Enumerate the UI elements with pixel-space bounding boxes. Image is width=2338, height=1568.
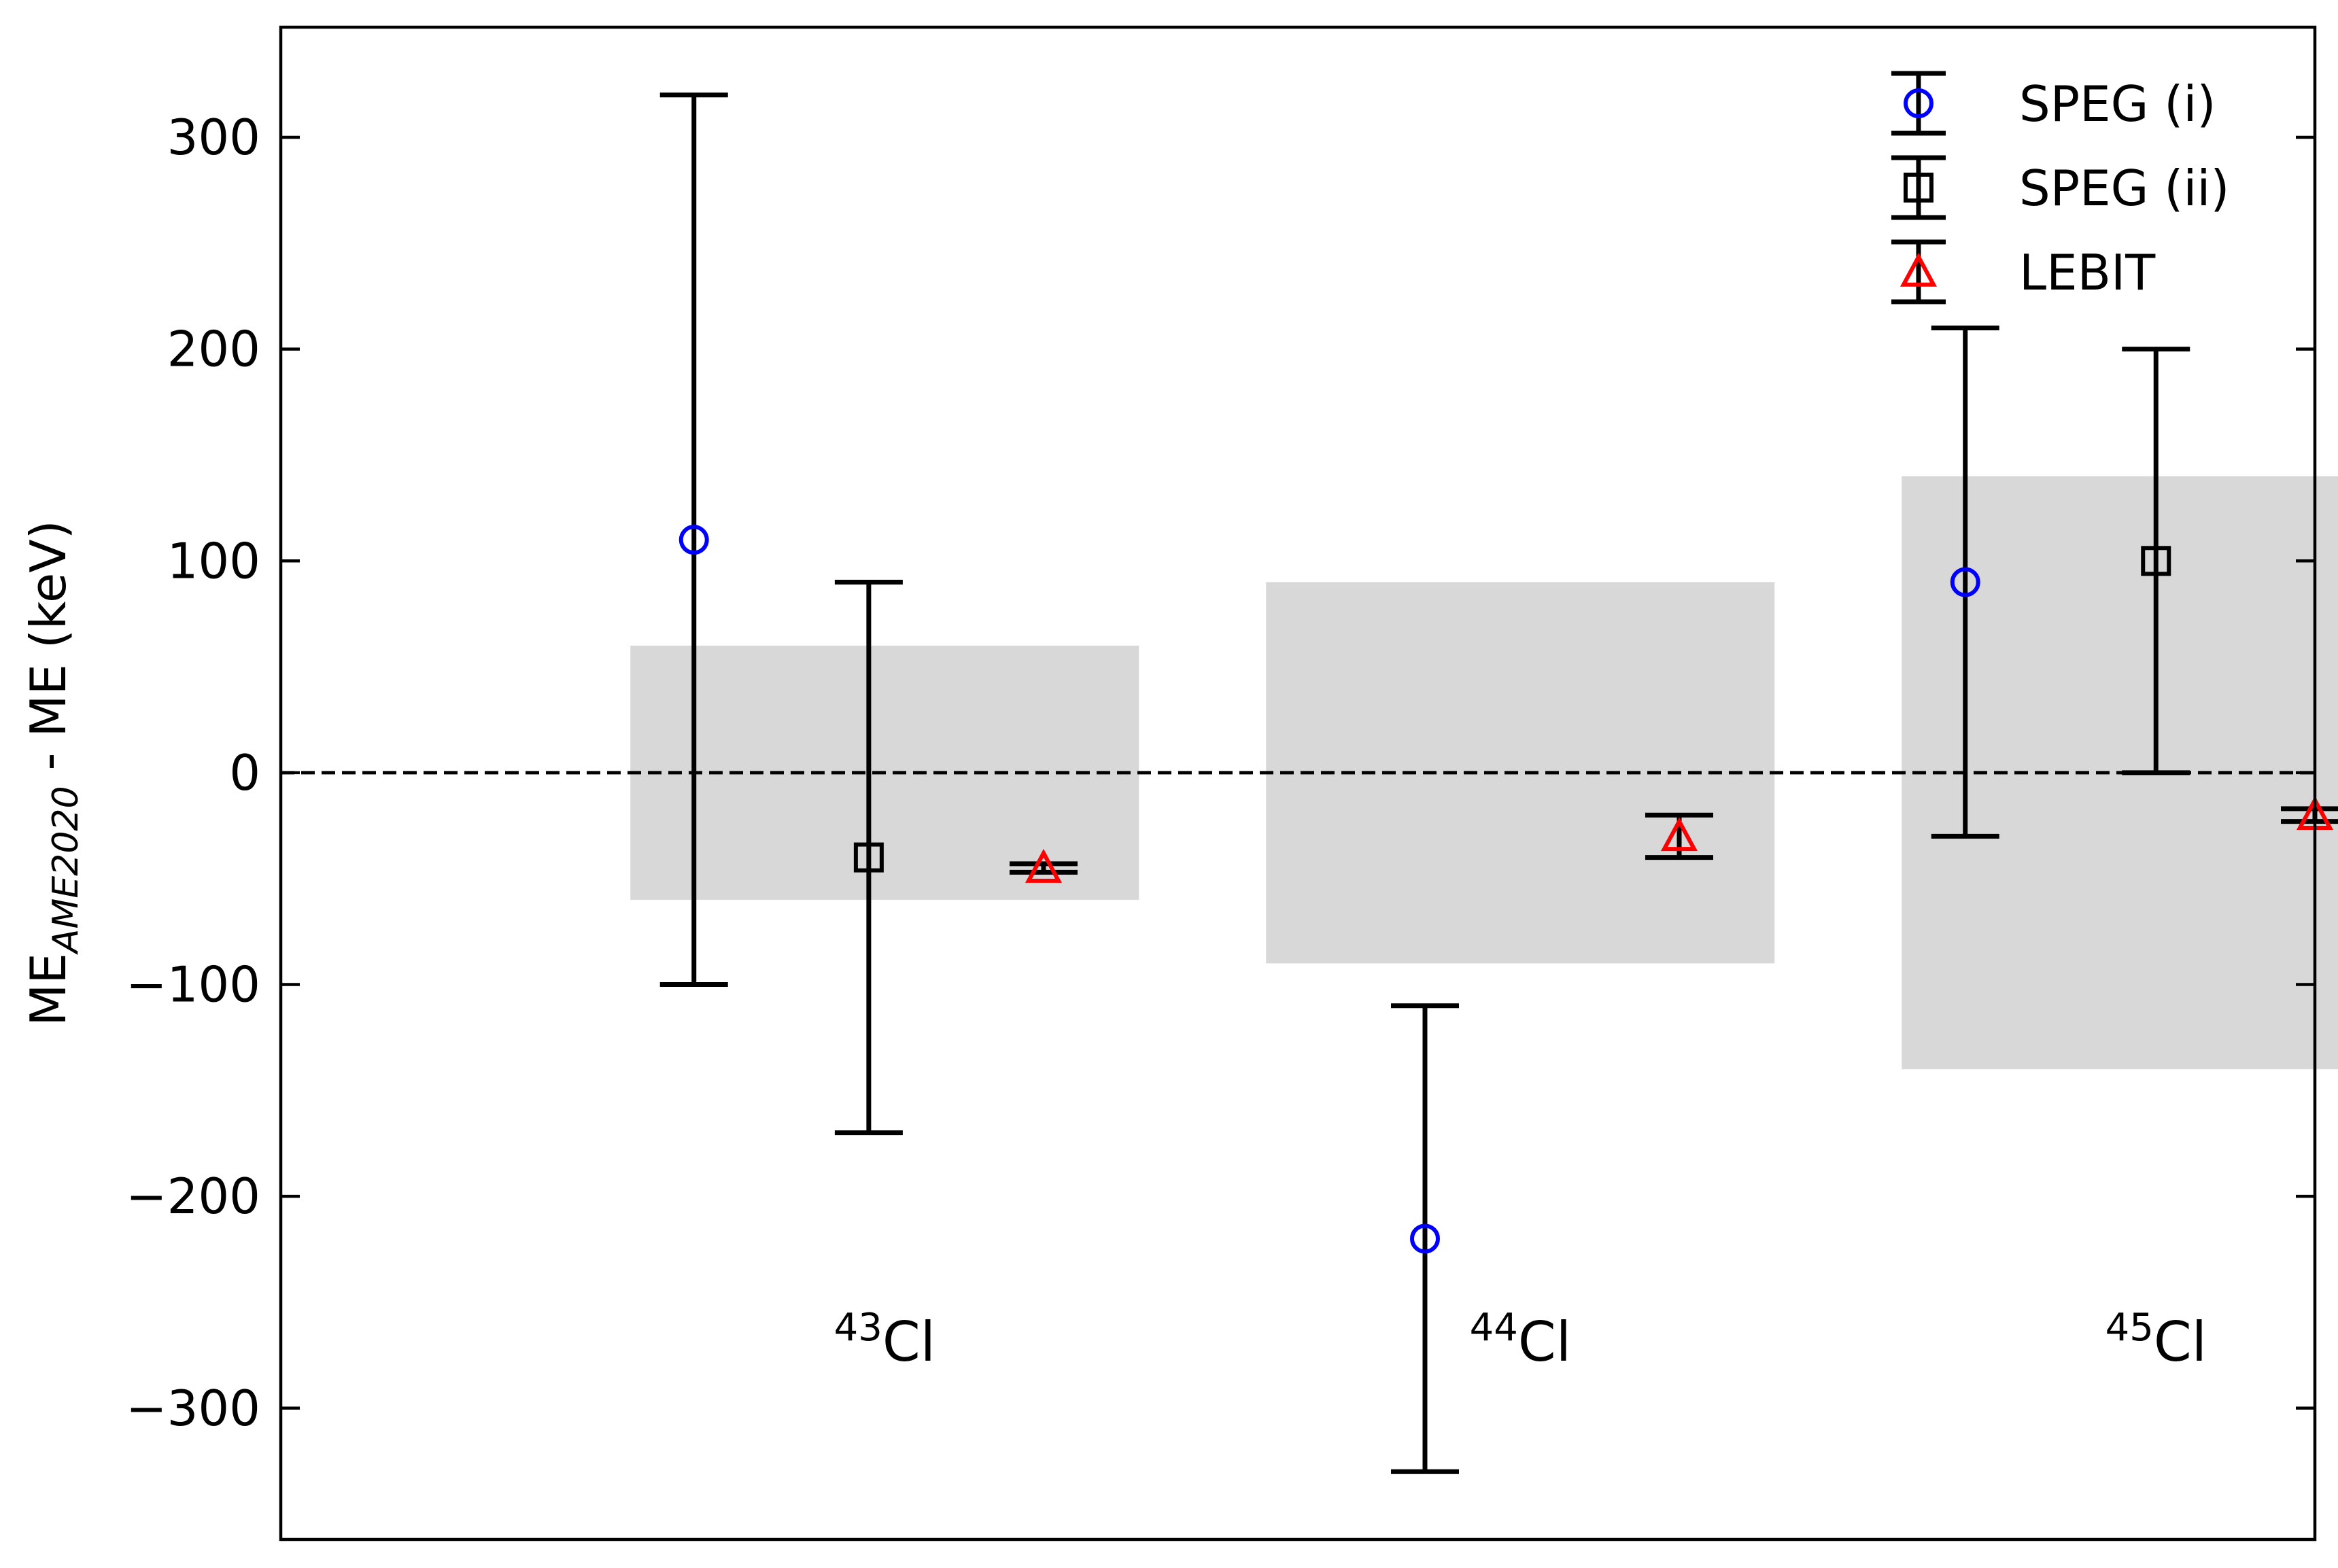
marker-lebit-1 — [1660, 817, 1698, 852]
legend-entry-speg-i: SPEG (i) — [1891, 71, 2216, 136]
nuclide-mass-number: 44 — [1470, 1306, 1518, 1350]
plot-frame — [279, 25, 2317, 1541]
nuclide-label-43cl: 43Cl — [834, 1306, 935, 1374]
y-label-rest: - ME (keV) — [20, 520, 77, 786]
errorbar-speg-i--0 — [659, 92, 728, 988]
legend-marker — [1904, 88, 1933, 118]
nuclide-label-45cl: 45Cl — [2105, 1306, 2207, 1374]
error-bars — [659, 92, 2338, 1474]
y-label-main: ME — [20, 953, 77, 1026]
legend-label: SPEG (ii) — [2019, 160, 2229, 217]
y-tick-label: 300 — [167, 109, 260, 166]
legend-entry-lebit: LEBIT — [1891, 239, 2156, 304]
marker-speg-i-1 — [1410, 1223, 1440, 1254]
y-tick-label: −300 — [126, 1380, 260, 1437]
errorbar-speg-ii--0 — [834, 579, 903, 1136]
nuclide-mass-number: 43 — [834, 1306, 882, 1350]
errorbar-speg-ii--1 — [2122, 347, 2190, 776]
y-tick-label: −100 — [126, 956, 260, 1013]
y-axis-label: MEAME2020 - ME (keV) — [20, 520, 86, 1026]
errorbar-speg-i--2 — [1931, 326, 1999, 839]
nuclide-mass-number: 45 — [2105, 1306, 2154, 1350]
y-axis: −300 −200 −100 0 100 200 300 — [126, 109, 2315, 1437]
legend-label: SPEG (i) — [2019, 75, 2216, 133]
y-tick-label: −200 — [126, 1168, 260, 1225]
errorbar-lebit-0 — [1010, 861, 1078, 875]
legend-marker — [1899, 252, 1938, 287]
marker-speg-ii-1 — [2141, 546, 2171, 576]
nuclide-label-44cl: 44Cl — [1470, 1306, 1571, 1374]
y-tick-label: 100 — [167, 532, 260, 589]
legend-label: LEBIT — [2019, 244, 2156, 301]
legend-marker — [1904, 173, 1933, 203]
y-label-subscript: AME2020 — [46, 786, 86, 955]
errorbar-speg-i--1 — [1391, 1003, 1459, 1474]
nuclide-element-symbol: Cl — [882, 1310, 935, 1374]
marker-speg-ii-0 — [853, 842, 884, 873]
nuclide-element-symbol: Cl — [1518, 1310, 1571, 1374]
marker-speg-i-2 — [1950, 567, 1980, 597]
marker-lebit-0 — [1025, 848, 1063, 883]
legend: SPEG (i) SPEG (ii) LEBIT — [1891, 71, 2229, 304]
nuclide-element-symbol: Cl — [2154, 1310, 2207, 1374]
y-tick-label: 200 — [167, 321, 260, 378]
marker-speg-i-0 — [678, 525, 709, 555]
y-tick-label: 0 — [229, 744, 260, 801]
legend-entry-speg-ii: SPEG (ii) — [1891, 155, 2229, 220]
